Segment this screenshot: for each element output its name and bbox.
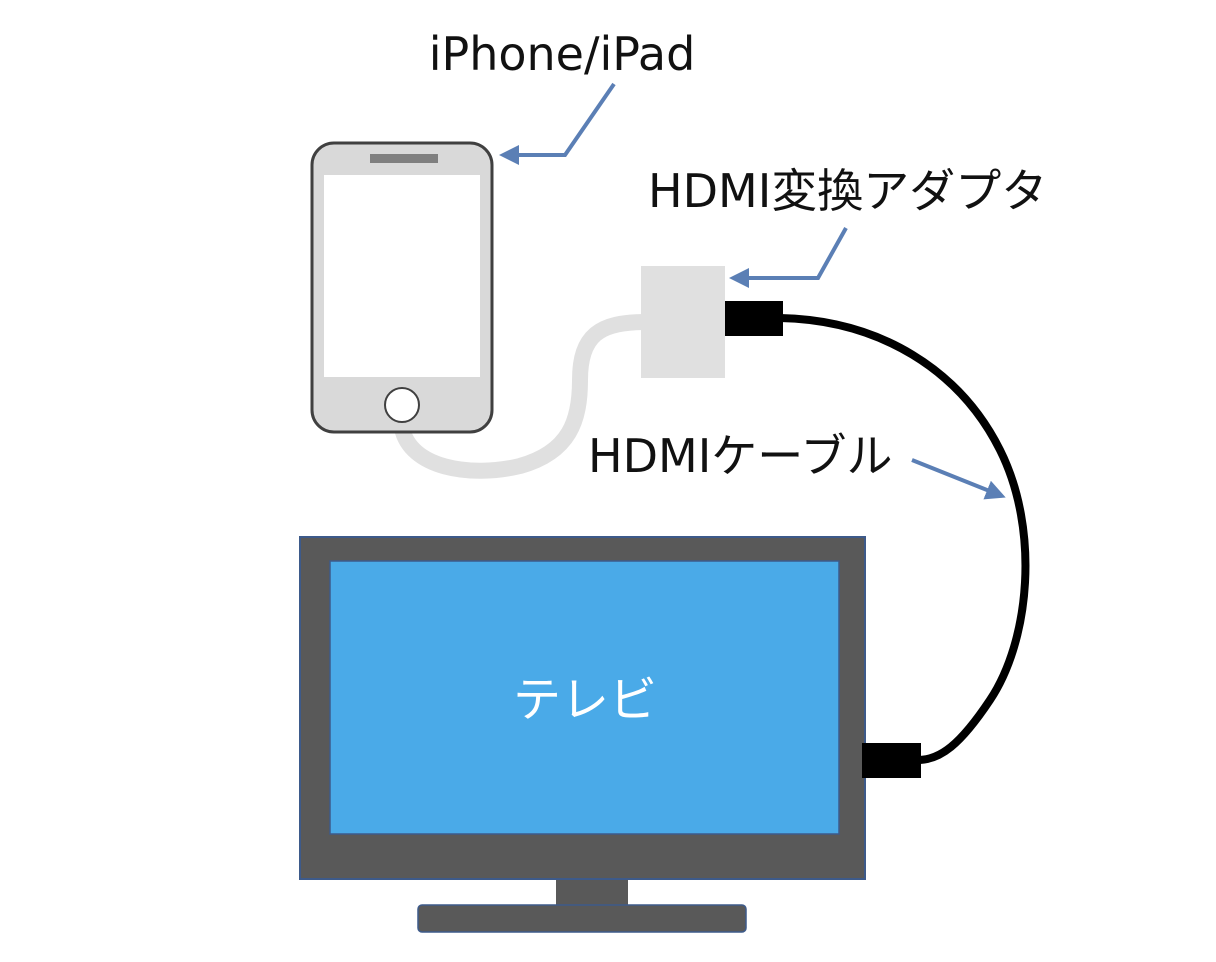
tv-stand-neck — [556, 879, 628, 909]
hdmi-cable — [776, 314, 1030, 764]
tv-label: テレビ — [513, 672, 657, 728]
phone-speaker — [370, 154, 438, 163]
lightning-cable — [394, 314, 653, 479]
tv-hdmi-plug — [862, 743, 921, 778]
tv-device: テレビ — [299, 536, 921, 933]
cable-callout-arrow — [911, 458, 1006, 500]
phone-home-button — [384, 387, 420, 423]
adapter-callout-arrow — [729, 227, 848, 288]
adapter-label: HDMI変換アダプタ — [648, 164, 1047, 218]
phone-callout-arrow — [499, 82, 616, 165]
hdmi-adapter — [641, 266, 783, 378]
cable-label: HDMIケーブル — [588, 429, 893, 483]
phone-screen — [324, 175, 480, 377]
adapter-hdmi-plug — [725, 301, 783, 336]
tv-screen — [329, 560, 840, 835]
tv-stand-base — [417, 904, 747, 933]
adapter-body — [641, 266, 725, 378]
phone-device — [310, 141, 494, 434]
phone-label: iPhone/iPad — [429, 27, 696, 81]
